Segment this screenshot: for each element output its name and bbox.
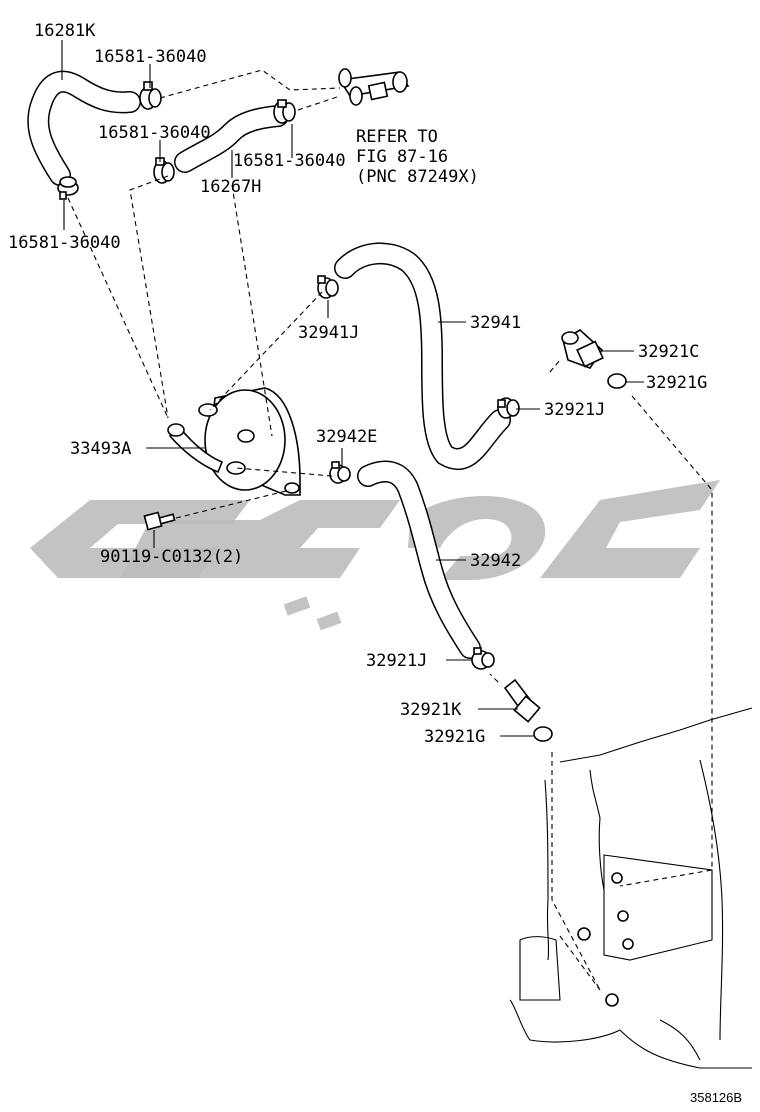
hose-16281k[interactable] — [27, 70, 141, 186]
label-32942[interactable]: 32942 — [470, 551, 521, 571]
refer-line-1[interactable]: REFER TO — [356, 127, 438, 147]
clamp-32921j-top[interactable] — [497, 397, 520, 419]
label-32921k[interactable]: 32921K — [400, 700, 462, 720]
clamp-32921j-bottom[interactable] — [471, 647, 495, 670]
label-32941[interactable]: 32941 — [470, 313, 521, 333]
fitting-32921k[interactable] — [503, 678, 541, 723]
oring-32921g-top[interactable] — [607, 373, 627, 389]
label-33493a[interactable]: 33493A — [70, 439, 131, 459]
part-labels: 16281K 16581-36040 16581-36040 16581-360… — [8, 21, 742, 1105]
hose-16267h[interactable] — [174, 105, 289, 173]
oring-32921g-bottom[interactable] — [533, 726, 553, 742]
label-32921j-bottom[interactable]: 32921J — [366, 651, 427, 671]
label-90119[interactable]: 90119-C0132(2) — [100, 547, 243, 567]
label-16267h[interactable]: 16267H — [200, 177, 261, 197]
label-32921g-top[interactable]: 32921G — [646, 373, 707, 393]
label-32942e[interactable]: 32942E — [316, 427, 377, 447]
hose-32941[interactable] — [334, 242, 511, 470]
clamp-16581-top-center[interactable] — [139, 81, 162, 110]
clamp-16581-mid-right[interactable] — [273, 99, 296, 124]
leader-lines — [61, 40, 644, 737]
engine-outline — [509, 707, 753, 1069]
figure-code: 358126B — [690, 1090, 742, 1105]
label-32921c[interactable]: 32921C — [638, 342, 699, 362]
union-fitting-top[interactable] — [338, 68, 410, 106]
clamp-16581-bottom-left[interactable] — [57, 176, 79, 200]
label-32941j[interactable]: 32941J — [298, 323, 359, 343]
refer-line-3[interactable]: (PNC 87249X) — [356, 167, 479, 187]
label-32921g-bottom[interactable]: 32921G — [424, 727, 485, 747]
clamp-16581-mid-left[interactable] — [153, 157, 175, 184]
label-clamp-mid-left[interactable]: 16581-36040 — [98, 123, 211, 143]
label-32921j-top[interactable]: 32921J — [544, 400, 605, 420]
hose-32942[interactable] — [357, 460, 481, 659]
refer-line-2[interactable]: FIG 87-16 — [356, 147, 448, 167]
label-clamp-bottom-left[interactable]: 16581-36040 — [8, 233, 121, 253]
clamp-32942e[interactable] — [329, 461, 351, 484]
clamp-32941j[interactable] — [317, 275, 339, 299]
dashed-reference-lines — [67, 69, 713, 991]
oil-cooler-33493a[interactable] — [167, 387, 301, 496]
label-clamp-top-center[interactable]: 16581-36040 — [94, 47, 207, 67]
label-clamp-mid-right[interactable]: 16581-36040 — [233, 151, 346, 171]
watermark-logo — [30, 480, 720, 631]
bolt-90119[interactable] — [143, 511, 176, 531]
fitting-32921c[interactable] — [561, 329, 604, 369]
label-16281k[interactable]: 16281K — [34, 21, 96, 41]
